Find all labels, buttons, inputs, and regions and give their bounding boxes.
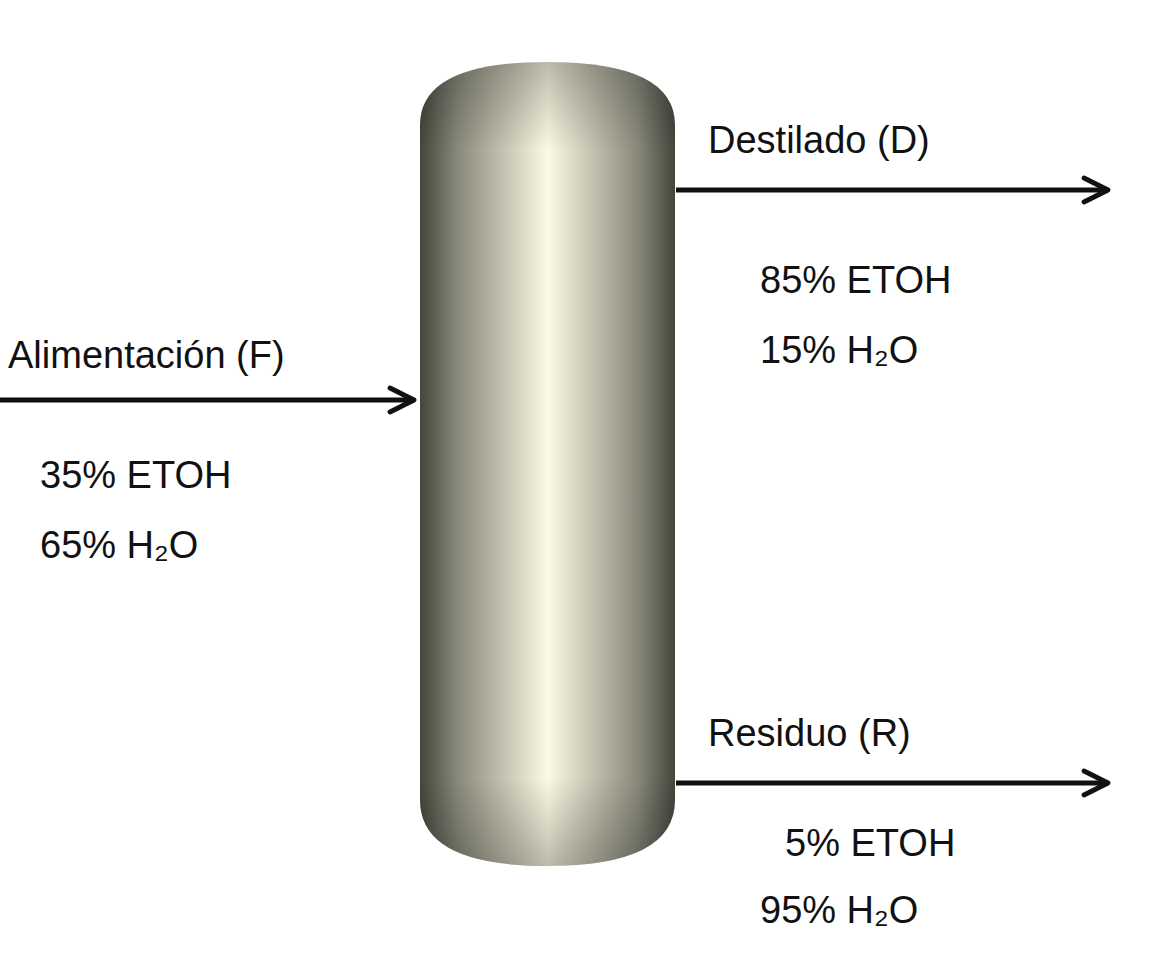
composition: 85% ETOH: [760, 261, 951, 299]
column-body: [420, 62, 675, 866]
composition: 5% ETOH: [785, 824, 955, 862]
stream-name: Residuo (R): [708, 714, 911, 752]
column-bottom-cap: [420, 778, 675, 866]
composition: 65% H₂O: [40, 526, 198, 564]
composition: 35% ETOH: [40, 456, 231, 494]
stream-name: Alimentación (F): [8, 336, 285, 374]
feed-arrow: [0, 398, 414, 403]
composition: 95% H₂O: [760, 891, 918, 929]
composition: 15% H₂O: [760, 331, 918, 369]
stream-name: Destilado (D): [708, 121, 930, 159]
residue-arrow: [676, 781, 1108, 786]
distillate-arrow: [676, 188, 1108, 193]
column-top-cap: [420, 62, 675, 150]
